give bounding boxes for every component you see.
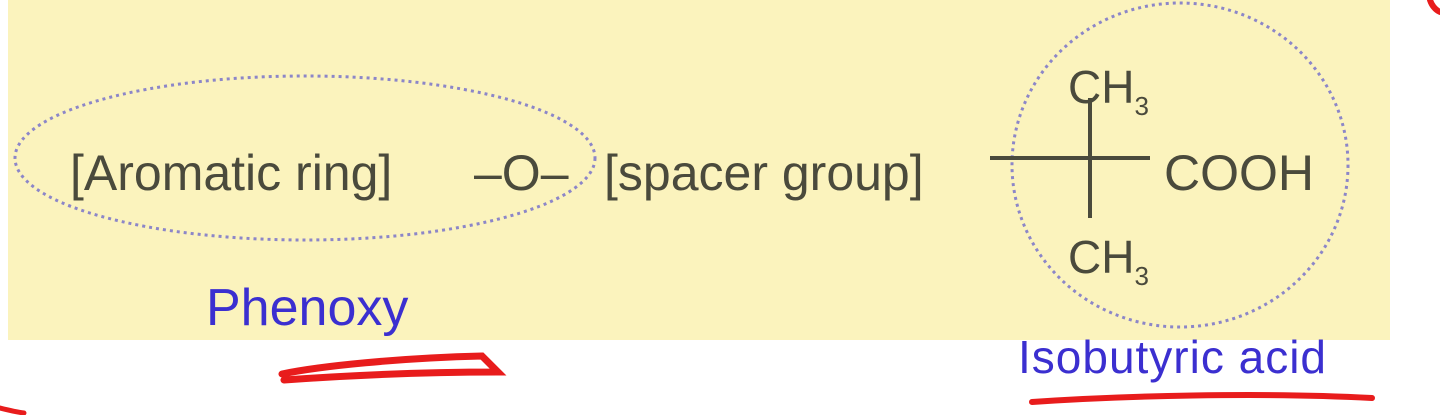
oxygen-link-text: –O–	[474, 145, 569, 201]
phenoxy-underline	[278, 352, 507, 384]
edge-scribble-top-right	[1427, 0, 1440, 15]
isobutyric-underline	[1029, 392, 1375, 405]
methyl-bottom-text: CH	[1068, 231, 1135, 283]
isobutyric-circle	[1010, 1, 1350, 329]
methyl-bottom: CH3	[1068, 222, 1149, 292]
methyl-top-text: CH	[1068, 61, 1135, 113]
phenoxy-label: Phenoxy	[206, 279, 409, 337]
spacer-group-text: [spacer group]	[604, 145, 924, 201]
isobutyric-acid-label: Isobutyric acid	[1018, 331, 1328, 383]
aromatic-ring-text: [Aromatic ring]	[70, 145, 393, 201]
carboxyl-text: COOH	[1164, 145, 1314, 201]
phenoxy-ellipse	[13, 74, 597, 242]
edge-scribble-bottom-left	[0, 405, 27, 415]
formula-panel	[8, 0, 1390, 340]
methyl-bottom-subscript: 3	[1134, 261, 1149, 291]
methyl-top-subscript: 3	[1134, 91, 1149, 121]
methyl-top: CH3	[1068, 52, 1149, 122]
